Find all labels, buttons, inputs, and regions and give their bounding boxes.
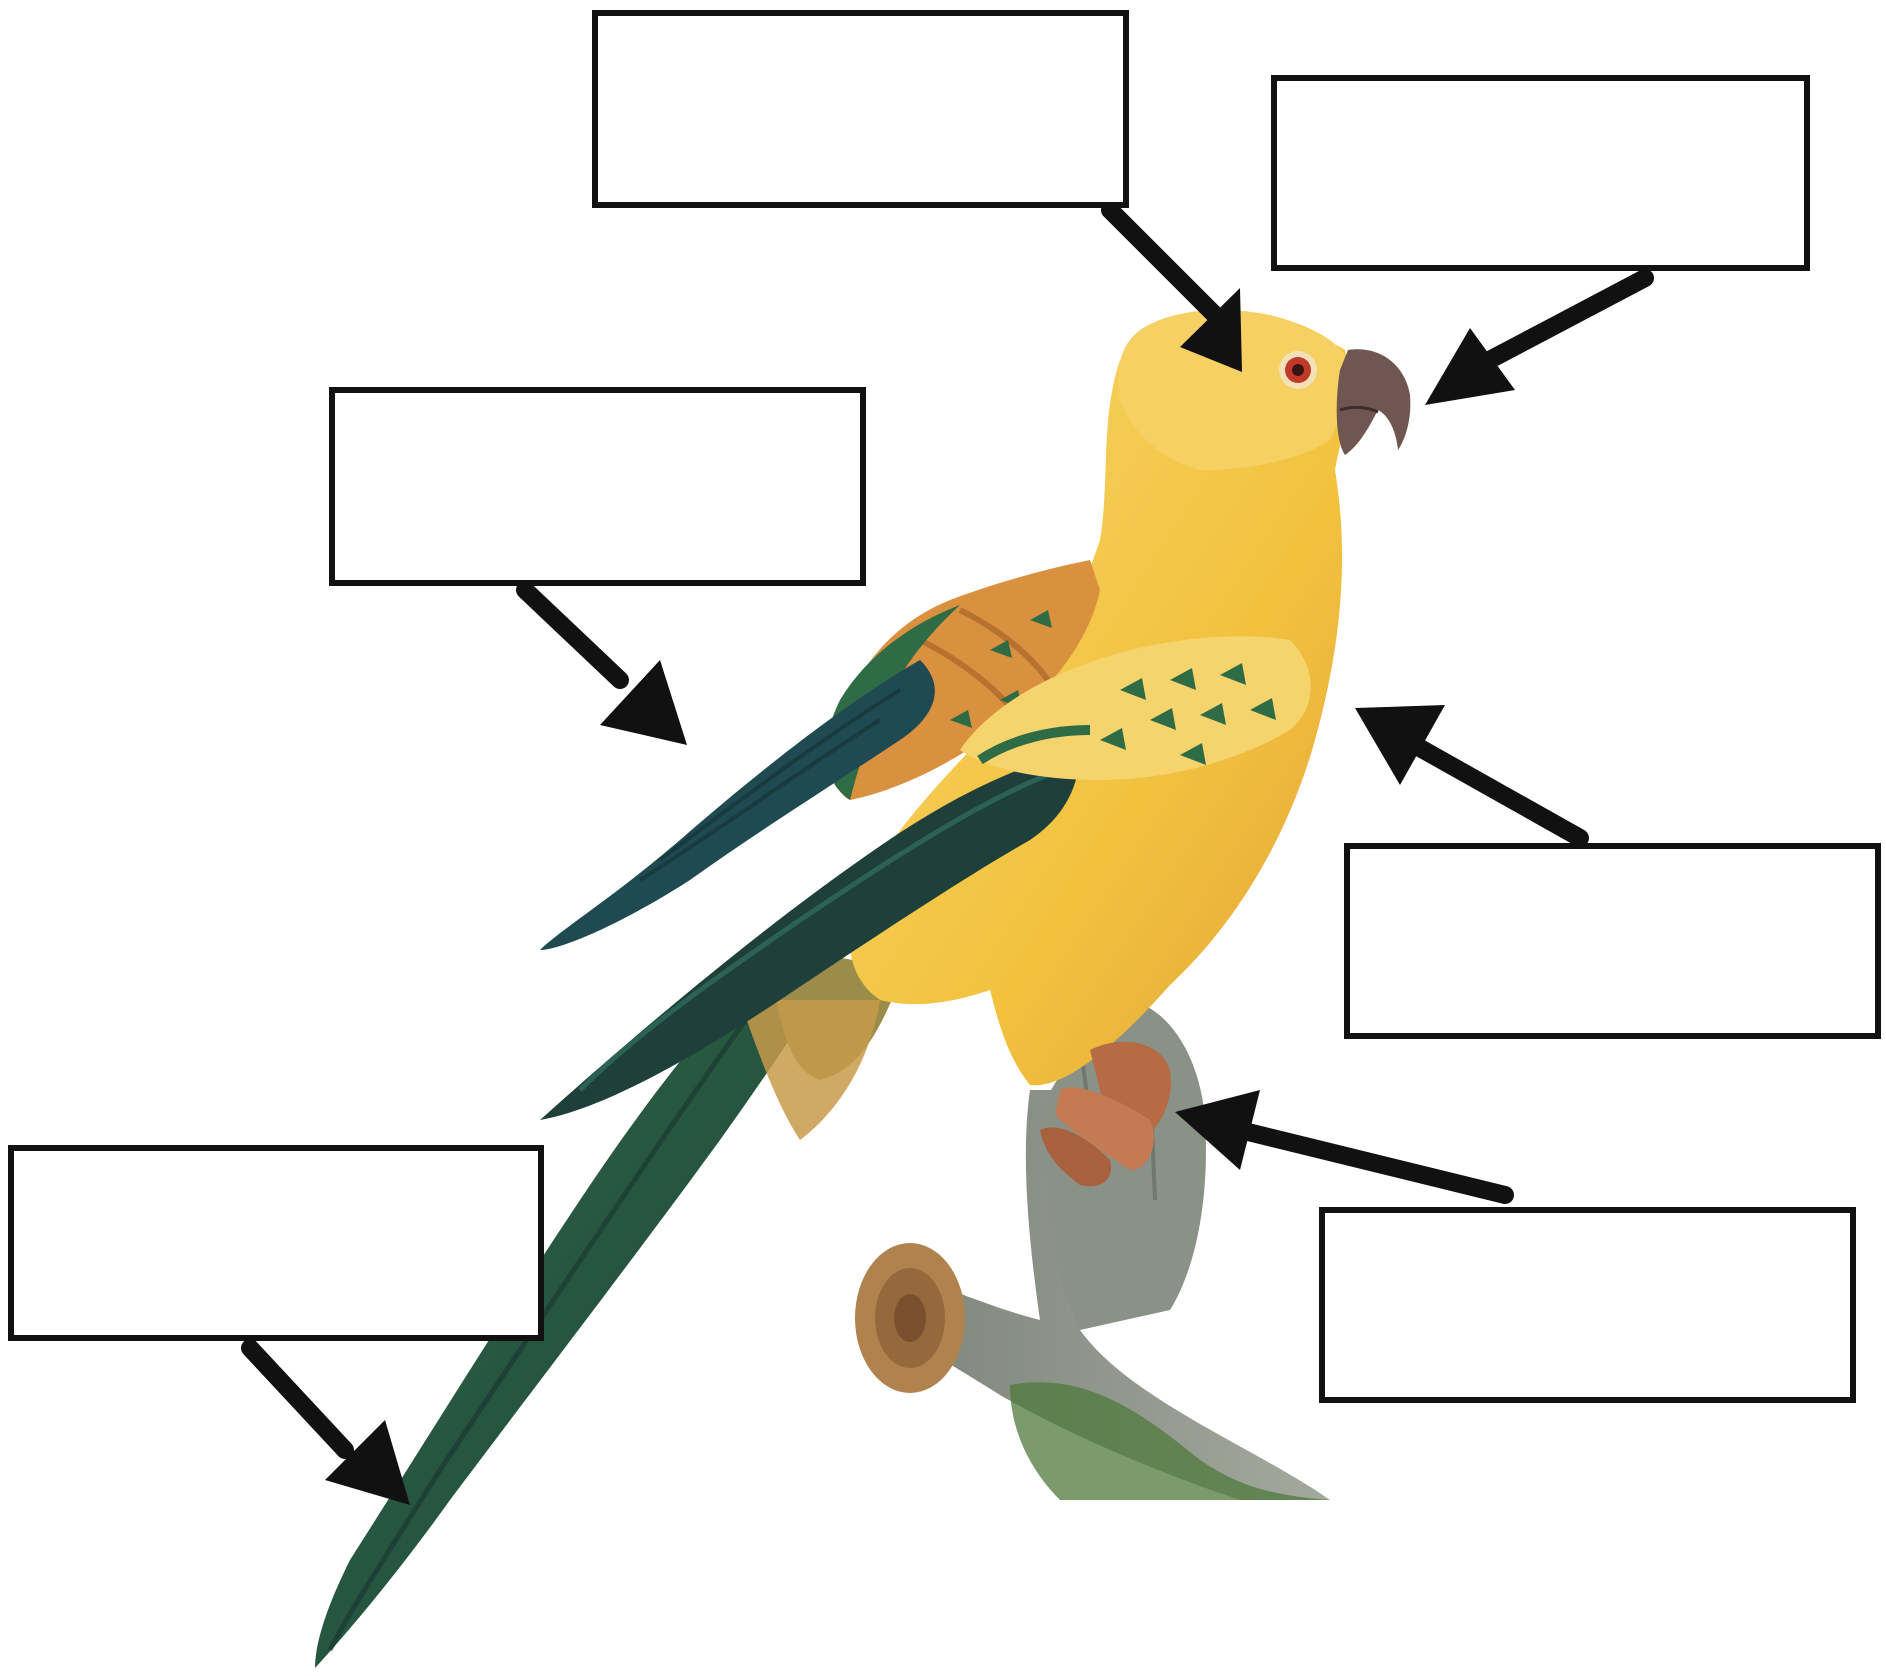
arrowhead-beak: [1425, 328, 1515, 405]
arrowhead-wing: [600, 660, 687, 745]
label-box-feet[interactable]: [1319, 1207, 1856, 1403]
tail: [315, 960, 840, 1668]
arrow-beak: [1471, 269, 1654, 374]
arrow-tail: [241, 1339, 354, 1459]
arrowhead-feet: [1175, 1090, 1260, 1170]
arrowhead-chest: [1355, 705, 1445, 785]
arrows: [241, 201, 1654, 1505]
label-box-beak[interactable]: [1271, 75, 1810, 271]
arrowhead-tail: [325, 1420, 410, 1505]
arrow-wing: [516, 581, 629, 689]
wing-coverts: [960, 636, 1311, 780]
arrow-feet: [1231, 1121, 1514, 1204]
arrowhead-eye: [1180, 288, 1242, 372]
label-box-tail[interactable]: [8, 1145, 544, 1341]
head: [1118, 310, 1347, 470]
label-box-chest[interactable]: [1344, 843, 1881, 1039]
arrow-eye: [1101, 201, 1224, 324]
branch: [855, 998, 1330, 1500]
eye: [1279, 351, 1317, 389]
label-box-wing[interactable]: [329, 387, 866, 586]
feet: [1040, 1041, 1171, 1187]
beak: [1336, 349, 1411, 455]
flight-feathers: [540, 750, 1080, 1120]
label-box-eye[interactable]: [592, 10, 1129, 208]
arrow-chest: [1411, 739, 1589, 847]
